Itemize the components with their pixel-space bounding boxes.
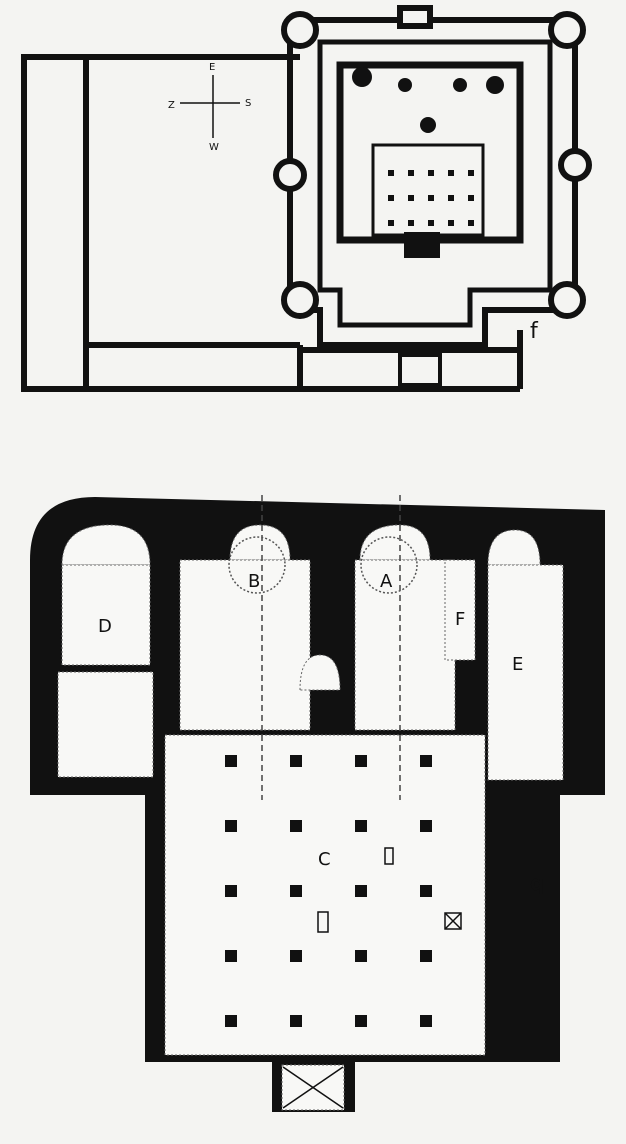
chapel-e [487,564,564,781]
plan-f [21,5,592,392]
nave-c [164,734,486,1056]
chapel-f [444,559,476,661]
plan-f-tower [281,11,319,49]
plan-f-label: f [530,319,539,344]
compass-west-label: Z [168,100,175,111]
plan-g [30,495,605,1112]
compass-icon [180,75,240,138]
plan-g-pillars [225,755,432,1027]
plan-f-tower [548,281,586,319]
plan-f-fortress-outer-wall [287,17,578,348]
room-label-f: F [455,609,465,630]
room-label-a: A [380,571,393,592]
room-label-d: D [98,616,112,637]
plan-f-gate [398,353,442,387]
chapel-b [179,559,311,731]
chapel-a [354,559,456,731]
room-label-b: B [248,571,260,592]
plan-f-tower [548,11,586,49]
plan-f-pillars [388,170,474,226]
compass-north-label: E [209,62,215,73]
plan-f-west-strip [21,54,89,392]
compass-east-label: S [245,98,251,109]
plan-f-tower [281,281,319,319]
chapel-d [61,564,151,666]
compass-south-label: W [209,142,219,153]
plan-g-label: q [530,871,544,895]
plan-f-fortress-inner-wall [317,39,553,328]
room-label-c: C [318,849,331,870]
chapel-d-porch [57,671,154,778]
room-label-e: E [512,654,523,675]
apse-d [61,524,151,566]
